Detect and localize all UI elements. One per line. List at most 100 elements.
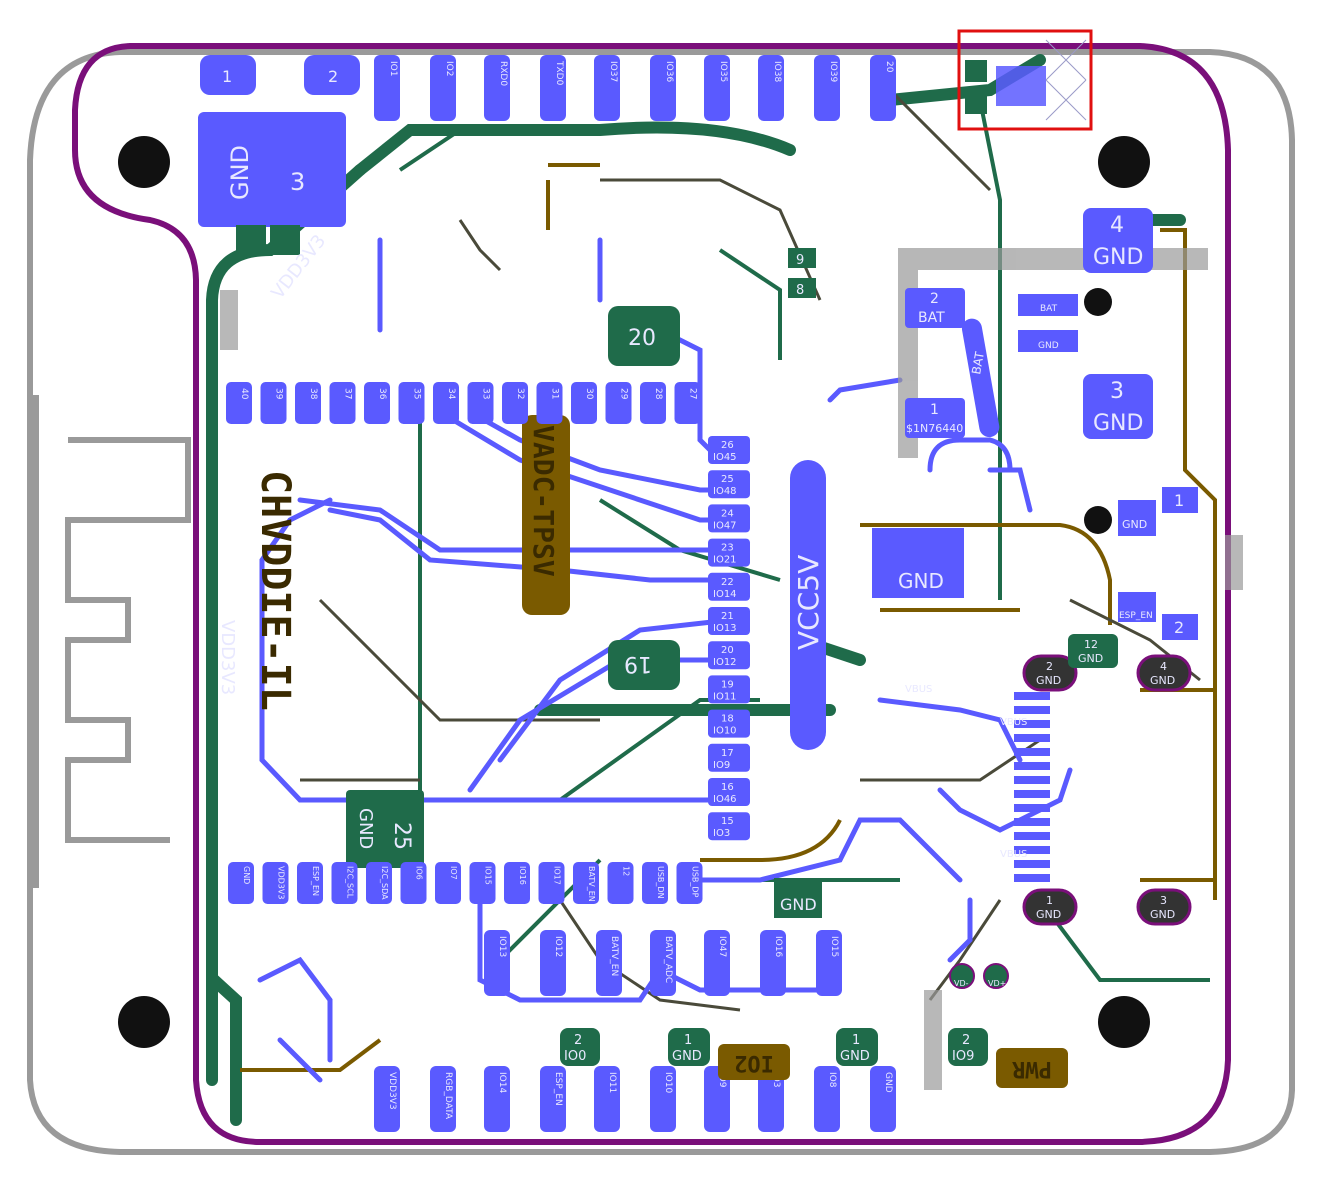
top-pin-9-pad <box>870 55 896 121</box>
left-pin-12: USB_DN <box>642 862 668 904</box>
pad-1-topleft-label: 1 <box>222 67 232 86</box>
svg-text:IO11: IO11 <box>713 691 737 702</box>
svg-text:IO12: IO12 <box>553 936 563 957</box>
svg-text:33: 33 <box>481 388 491 399</box>
left-pin-6: IO7 <box>435 862 461 904</box>
pad-2-topleft <box>304 55 360 95</box>
svg-text:IO12: IO12 <box>713 657 737 668</box>
svg-text:24: 24 <box>721 508 734 519</box>
vcc5v-rail <box>790 460 826 750</box>
svg-text:IO45: IO45 <box>713 452 737 463</box>
vadc-stripe <box>522 415 570 615</box>
left-pin-4: I2C_SDA <box>366 862 392 904</box>
edge-pin-9: GND <box>870 1066 896 1132</box>
mid-pin-27: 27 <box>674 382 701 424</box>
switch-pad-1 <box>1162 487 1198 513</box>
svg-text:GND: GND <box>1150 908 1175 921</box>
comp-25-label: 25 <box>389 822 414 850</box>
edge-pin-3: ESP_EN <box>540 1066 566 1132</box>
mid-pin-37: 37 <box>329 382 356 424</box>
ic-gnd-block <box>872 528 964 598</box>
svg-text:VDD3V3: VDD3V3 <box>387 1072 397 1110</box>
selected-pad-small-1 <box>965 60 987 82</box>
mid-pin-32: 32 <box>502 382 528 424</box>
vbus-label-3: VBUS <box>905 684 932 695</box>
hole-small-2 <box>1084 506 1112 534</box>
selected-pad[interactable] <box>996 66 1046 106</box>
selection-highlight[interactable] <box>957 29 1093 131</box>
top-pin-7-label: IO38 <box>772 61 782 82</box>
svg-text:31: 31 <box>550 388 560 399</box>
top-pin-2-label: RXD0 <box>498 61 508 86</box>
svg-text:12: 12 <box>1084 638 1098 651</box>
switch-pad-1-lbl: 1 <box>1174 491 1184 510</box>
mid-pin-30: 30 <box>571 382 597 424</box>
pad-4-num: 4 <box>1110 213 1124 238</box>
left-pin-1: VDD3V3 <box>262 862 289 904</box>
left-pin-9: IO17 <box>538 862 565 904</box>
connector-io0: 2 IO0 <box>560 1028 600 1066</box>
svg-text:IO15: IO15 <box>484 866 493 885</box>
comp-25 <box>346 790 424 868</box>
svg-text:IO48: IO48 <box>713 486 737 497</box>
svg-text:IO14: IO14 <box>713 589 737 600</box>
usbc-pins <box>1014 692 1050 882</box>
mid-pin-29: 29 <box>605 382 632 424</box>
top-pin-9-label: 20 <box>884 61 894 73</box>
svg-text:IO15: IO15 <box>829 936 839 957</box>
svg-text:USB_DN: USB_DN <box>656 866 665 899</box>
svg-text:IO10: IO10 <box>663 1072 673 1093</box>
top-pin-0-pad <box>374 55 400 121</box>
edge-pin-1: RGB_DATA <box>430 1066 456 1132</box>
mid-pin-38: 38 <box>295 382 321 424</box>
pad-3-num: 3 <box>1110 379 1124 404</box>
svg-text:36: 36 <box>377 388 387 400</box>
svg-text:29: 29 <box>619 388 629 400</box>
svg-text:23: 23 <box>721 543 734 554</box>
mid-pin-40: 40 <box>226 382 252 424</box>
top-pin-7-pad <box>758 55 784 121</box>
comp-20 <box>608 306 680 366</box>
svg-text:3: 3 <box>1160 894 1167 907</box>
comp-9-lbl: 9 <box>796 253 804 268</box>
pad-r-bat <box>1018 294 1078 316</box>
svg-text:40: 40 <box>239 388 249 400</box>
svg-text:1: 1 <box>684 1033 692 1048</box>
left-pin-0: GND <box>228 862 254 904</box>
pad-1-topleft <box>200 55 256 95</box>
bottom-pin-5: IO16 <box>760 930 786 996</box>
top-pin-6: IO35 <box>704 55 730 121</box>
svg-text:RGB_DATA: RGB_DATA <box>443 1072 453 1120</box>
bat-trace-label: BAT <box>969 350 987 376</box>
vd-plus-pad <box>983 963 1009 989</box>
gnd-pad-switch-lbl: GND <box>1122 518 1147 531</box>
bottom-pin-2: BATV_EN <box>596 930 622 996</box>
left-pin-5: IO6 <box>400 862 427 904</box>
pwr-silk-text: PWR <box>1011 1056 1051 1081</box>
svg-text:28: 28 <box>653 388 663 400</box>
pad-2-topleft-label: 2 <box>328 67 338 86</box>
vd-plus-lbl: VD+ <box>988 979 1006 988</box>
svg-text:GND: GND <box>1078 652 1103 665</box>
vdd3v3-left-label: VDD3V3 <box>217 620 238 695</box>
pad-3-gnd <box>1083 374 1153 439</box>
comp-8-lbl: 8 <box>796 283 804 298</box>
top-pin-7: IO38 <box>758 55 784 121</box>
svg-text:IO47: IO47 <box>713 520 737 531</box>
svg-text:IO13: IO13 <box>497 936 507 957</box>
mount-hole-tl <box>118 136 170 188</box>
antenna-trace <box>33 395 191 888</box>
mid-pin-36: 36 <box>364 382 390 424</box>
pad-r-bat-lbl: BAT <box>1040 304 1058 314</box>
pad-bat-2 <box>905 288 965 328</box>
pad-diode-1-num: 1 <box>930 402 939 418</box>
